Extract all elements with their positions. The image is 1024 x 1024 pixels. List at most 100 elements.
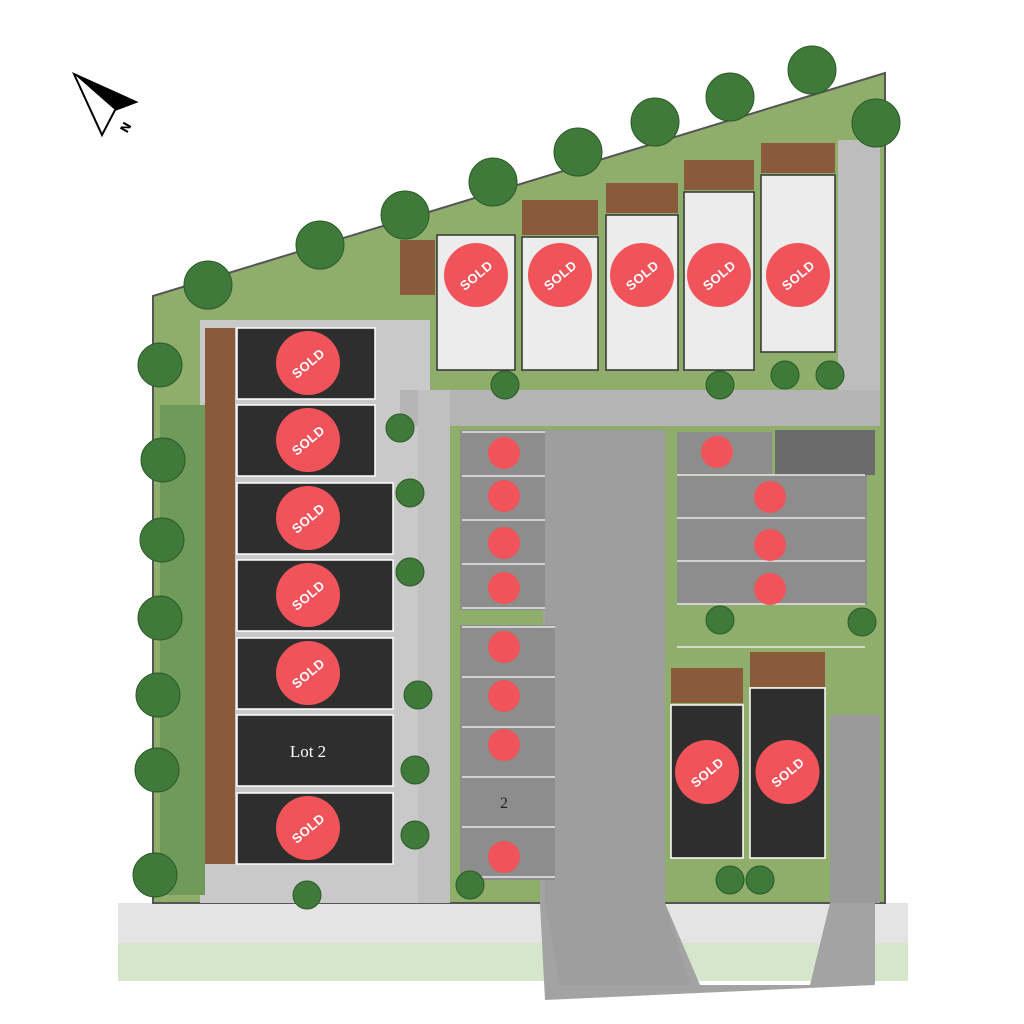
tree-icon — [630, 97, 680, 147]
deck — [400, 240, 435, 295]
tree-icon — [380, 190, 430, 240]
sold-marker — [276, 486, 340, 550]
sold-marker — [488, 841, 520, 873]
sold-marker — [701, 436, 733, 468]
tree-icon — [139, 517, 185, 563]
tree-icon — [715, 865, 745, 895]
parking-bay-sold[interactable] — [754, 481, 786, 513]
parking-bay-sold[interactable] — [488, 631, 520, 663]
sold-marker — [488, 680, 520, 712]
left-decks — [205, 328, 235, 864]
parking-bay-sold[interactable] — [701, 436, 733, 468]
tree-icon — [395, 478, 425, 508]
parking-bay-sold[interactable] — [488, 437, 520, 469]
main-road — [545, 430, 690, 985]
tree-icon — [553, 127, 603, 177]
sold-badge[interactable]: SOLD — [755, 740, 820, 804]
parking-bay-sold[interactable] — [488, 572, 520, 604]
sold-marker — [276, 408, 340, 472]
sold-badge[interactable]: SOLD — [276, 563, 340, 627]
tree-icon — [295, 220, 345, 270]
sold-marker — [675, 740, 739, 804]
sold-marker — [276, 641, 340, 705]
sold-badge[interactable]: SOLD — [276, 796, 340, 860]
deck — [671, 668, 743, 703]
tree-icon — [787, 45, 837, 95]
tree-icon — [490, 370, 520, 400]
sold-marker — [488, 527, 520, 559]
sold-badge[interactable]: SOLD — [766, 243, 830, 307]
bike-parking — [775, 430, 875, 475]
sold-marker — [754, 573, 786, 605]
north-arrow-icon: N — [71, 71, 139, 138]
tree-icon — [137, 342, 183, 388]
sold-badge[interactable]: SOLD — [276, 641, 340, 705]
parking-bay-sold[interactable] — [754, 529, 786, 561]
sold-badge[interactable]: SOLD — [687, 243, 751, 307]
tree-icon — [292, 880, 322, 910]
tree-icon — [770, 360, 800, 390]
tree-icon — [134, 747, 180, 793]
sold-badge[interactable]: SOLD — [610, 243, 674, 307]
tree-icon — [395, 557, 425, 587]
sold-badge[interactable]: SOLD — [444, 243, 508, 307]
deck — [761, 143, 835, 173]
tree-icon — [468, 157, 518, 207]
north-label: N — [117, 120, 134, 136]
east-path — [838, 140, 880, 390]
parking-bay-sold[interactable] — [488, 527, 520, 559]
deck — [750, 652, 825, 687]
visitor-parking — [830, 715, 880, 903]
parking-bay-sold[interactable] — [488, 841, 520, 873]
parking-bay-sold[interactable] — [754, 573, 786, 605]
tree-icon — [385, 413, 415, 443]
bay-lines — [462, 431, 865, 878]
sold-marker — [488, 480, 520, 512]
tree-icon — [815, 360, 845, 390]
tree-icon — [135, 672, 181, 718]
left-gardens — [160, 405, 205, 895]
tree-icon — [455, 870, 485, 900]
sold-marker — [276, 563, 340, 627]
sold-badge[interactable]: SOLD — [276, 486, 340, 550]
sold-marker — [488, 437, 520, 469]
tree-icon — [847, 607, 877, 637]
sold-marker — [276, 331, 340, 395]
tree-icon — [183, 260, 233, 310]
tree-icon — [705, 605, 735, 635]
sold-marker — [754, 481, 786, 513]
lot-left-6[interactable]: Lot 2 — [236, 714, 394, 787]
parking-bay-sold[interactable] — [488, 480, 520, 512]
sold-badge[interactable]: SOLD — [276, 331, 340, 395]
tree-icon — [140, 437, 186, 483]
trees — [132, 45, 901, 910]
lot-footprint — [236, 714, 394, 787]
tree-icon — [403, 680, 433, 710]
tree-icon — [705, 370, 735, 400]
parking-bay-sold[interactable] — [488, 729, 520, 761]
sold-badge[interactable]: SOLD — [276, 408, 340, 472]
sold-marker — [755, 740, 820, 804]
sold-marker — [488, 729, 520, 761]
sold-marker — [766, 243, 830, 307]
tree-icon — [851, 98, 901, 148]
tree-icon — [400, 820, 430, 850]
sold-badge[interactable]: SOLD — [528, 243, 592, 307]
sold-marker — [528, 243, 592, 307]
tree-icon — [705, 72, 755, 122]
tree-icon — [132, 852, 178, 898]
parking-bay-label[interactable]: 2 — [500, 795, 508, 812]
deck — [684, 160, 754, 190]
deck — [522, 200, 598, 235]
sold-marker — [610, 243, 674, 307]
sold-marker — [488, 631, 520, 663]
tree-icon — [137, 595, 183, 641]
verge — [118, 943, 908, 981]
access-lane — [400, 390, 880, 426]
parking-bay-sold[interactable] — [488, 680, 520, 712]
sold-badge[interactable]: SOLD — [675, 740, 739, 804]
sold-marker — [276, 796, 340, 860]
